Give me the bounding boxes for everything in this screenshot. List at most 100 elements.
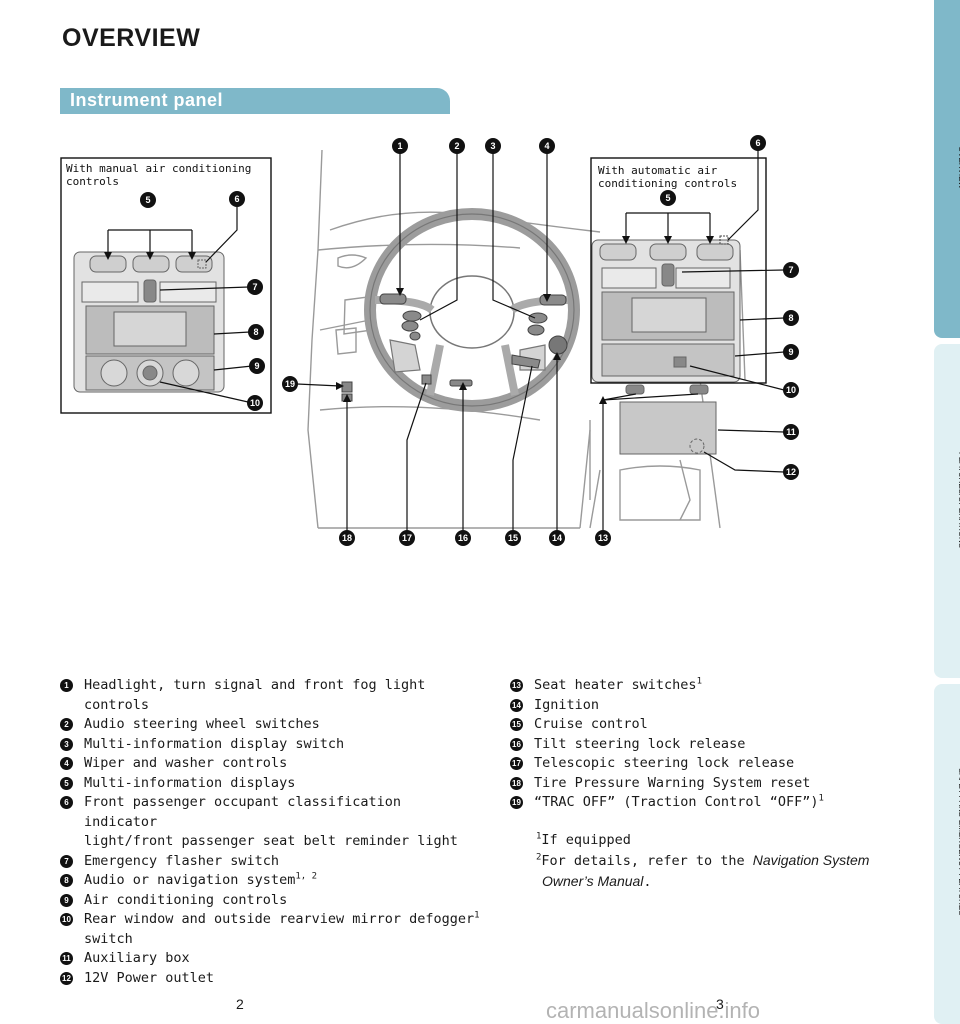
inset-auto-label-line1: With automatic air: [598, 164, 718, 177]
tab-features-operations-label: FEATURES/OPERATIONS: [957, 452, 960, 549]
callout-10-manual: 10: [247, 395, 263, 411]
callout-8-auto: 8: [783, 310, 799, 326]
callout-5-auto: 5: [660, 190, 676, 206]
center-stack: [591, 239, 741, 455]
callout-7-auto: 7: [783, 262, 799, 278]
svg-text:2: 2: [454, 141, 459, 151]
inset-auto-ac: With automatic air conditioning controls: [590, 157, 767, 384]
svg-text:6: 6: [755, 138, 760, 148]
callout-6-manual: 6: [229, 191, 245, 207]
callout-4: 4: [539, 138, 555, 154]
svg-text:6: 6: [234, 194, 239, 204]
svg-text:10: 10: [786, 385, 796, 395]
svg-text:10: 10: [250, 398, 260, 408]
watermark: carmanualsonline.info: [546, 998, 761, 1023]
instrument-panel-diagram: With manual air conditioning controls Wi…: [60, 135, 799, 546]
callout-15: 15: [505, 530, 521, 546]
leader-arrowheads: [104, 236, 714, 404]
callout-8-manual: 8: [248, 324, 264, 340]
leader-lines: [107, 150, 785, 531]
callout-9-auto: 9: [783, 344, 799, 360]
svg-text:19: 19: [285, 379, 295, 389]
inset-manual-label-line1: With manual air conditioning: [66, 162, 251, 175]
svg-text:3: 3: [490, 141, 495, 151]
callout-13: 13: [595, 530, 611, 546]
steering-controls: [379, 293, 568, 387]
svg-text:1: 1: [397, 141, 402, 151]
callout-16: 16: [455, 530, 471, 546]
callout-9-manual: 9: [249, 358, 265, 374]
callout-2: 2: [449, 138, 465, 154]
callout-11: 11: [783, 424, 799, 440]
tab-features-operations[interactable]: [934, 344, 960, 678]
callout-1: 1: [392, 138, 408, 154]
svg-text:14: 14: [552, 533, 562, 543]
section-title: Instrument panel: [70, 90, 224, 110]
tab-safety-emergency[interactable]: [934, 684, 960, 1024]
callout-14: 14: [549, 530, 565, 546]
trac-off-switch: [341, 381, 353, 393]
tab-overview[interactable]: [934, 0, 960, 338]
svg-text:13: 13: [598, 533, 608, 543]
svg-text:9: 9: [254, 361, 259, 371]
callout-7-manual: 7: [247, 279, 263, 295]
svg-text:12: 12: [786, 467, 796, 477]
svg-text:8: 8: [253, 327, 258, 337]
page-number-left: 2: [236, 996, 244, 1012]
section-header-bar: Instrument panel: [60, 88, 450, 114]
sidebar-tabs: OVERVIEW FEATURES/OPERATIONS SAFETY AND …: [934, 0, 960, 1024]
callout-3: 3: [485, 138, 501, 154]
inset-manual-ac: With manual air conditioning controls: [60, 157, 272, 414]
svg-text:11: 11: [786, 427, 796, 437]
svg-text:7: 7: [788, 265, 793, 275]
svg-text:7: 7: [252, 282, 257, 292]
callout-5-manual: 5: [140, 192, 156, 208]
tab-overview-label: OVERVIEW: [957, 146, 960, 189]
inset-auto-label-line2: conditioning controls: [598, 177, 737, 190]
page-number-right: 3: [716, 996, 724, 1012]
callout-17: 17: [399, 530, 415, 546]
svg-text:5: 5: [145, 195, 150, 205]
footnote-2-continued: Owner’s Manual.: [542, 873, 652, 890]
svg-text:4: 4: [544, 141, 549, 151]
callout-19: 19: [282, 376, 298, 392]
svg-text:15: 15: [508, 533, 518, 543]
svg-text:16: 16: [458, 533, 468, 543]
inset-manual-label-line2: controls: [66, 175, 119, 188]
callout-12: 12: [783, 464, 799, 480]
callout-6-auto: 6: [750, 135, 766, 151]
legend-item-19: 19“TRAC OFF” (Traction Control “OFF”)1: [510, 793, 890, 813]
callout-18: 18: [339, 530, 355, 546]
footnote-1: 1If equipped: [536, 831, 631, 848]
svg-text:5: 5: [665, 193, 670, 203]
svg-text:9: 9: [788, 347, 793, 357]
footnotes: 1If equipped 2For details, refer to the …: [536, 830, 869, 892]
footnote-2: 2For details, refer to the Navigation Sy…: [536, 852, 870, 869]
svg-text:8: 8: [788, 313, 793, 323]
svg-text:17: 17: [402, 533, 412, 543]
callout-10-auto: 10: [783, 382, 799, 398]
tab-safety-emergency-label: SAFETY AND EMERGENCY FEATURES: [957, 768, 960, 916]
svg-text:18: 18: [342, 533, 352, 543]
page-title: OVERVIEW: [62, 24, 201, 52]
